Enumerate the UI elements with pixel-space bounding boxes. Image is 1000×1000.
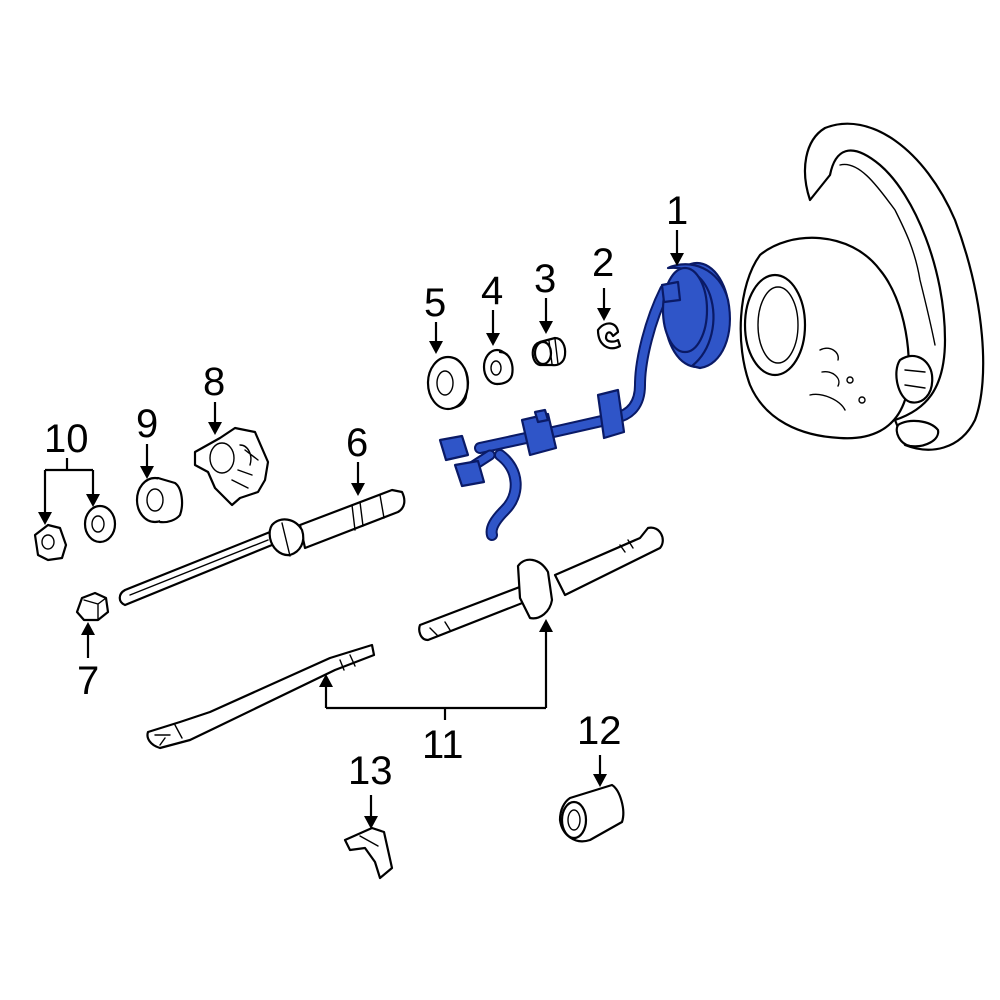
leader-lines: [38, 230, 684, 829]
callout-12: 12: [577, 709, 622, 753]
part-6-shaft: [118, 488, 406, 607]
callout-6: 6: [346, 421, 368, 465]
part-12-sleeve: [558, 783, 625, 843]
callout-5: 5: [424, 281, 446, 325]
callout-8: 8: [203, 360, 225, 404]
part-5-washer: [426, 355, 470, 411]
callout-7: 7: [77, 659, 99, 703]
part-9-bearing: [135, 476, 184, 524]
part-13-bracket: [343, 826, 394, 880]
callout-11: 11: [422, 723, 464, 767]
part-8-housing: [193, 426, 270, 507]
clockspring-highlighted: [438, 261, 731, 541]
callout-4: 4: [481, 269, 503, 313]
part-2-clip: [596, 322, 622, 350]
callout-10: 10: [44, 417, 89, 461]
callout-13: 13: [348, 749, 393, 793]
part-10-retainers: [33, 504, 117, 562]
callout-9: 9: [136, 402, 158, 446]
part-7-nut: [75, 591, 110, 622]
part-4-cam: [482, 348, 514, 386]
callout-2: 2: [592, 241, 614, 285]
callout-1: 1: [666, 189, 688, 233]
callout-3: 3: [534, 257, 556, 301]
callout-labels: 1 2 3 4 5 6 7 8 9 10 11 12 13: [44, 189, 688, 793]
steering-wheel: [739, 122, 985, 451]
part-11-lower-shafts: [146, 526, 664, 750]
part-3-bushing: [531, 336, 567, 367]
